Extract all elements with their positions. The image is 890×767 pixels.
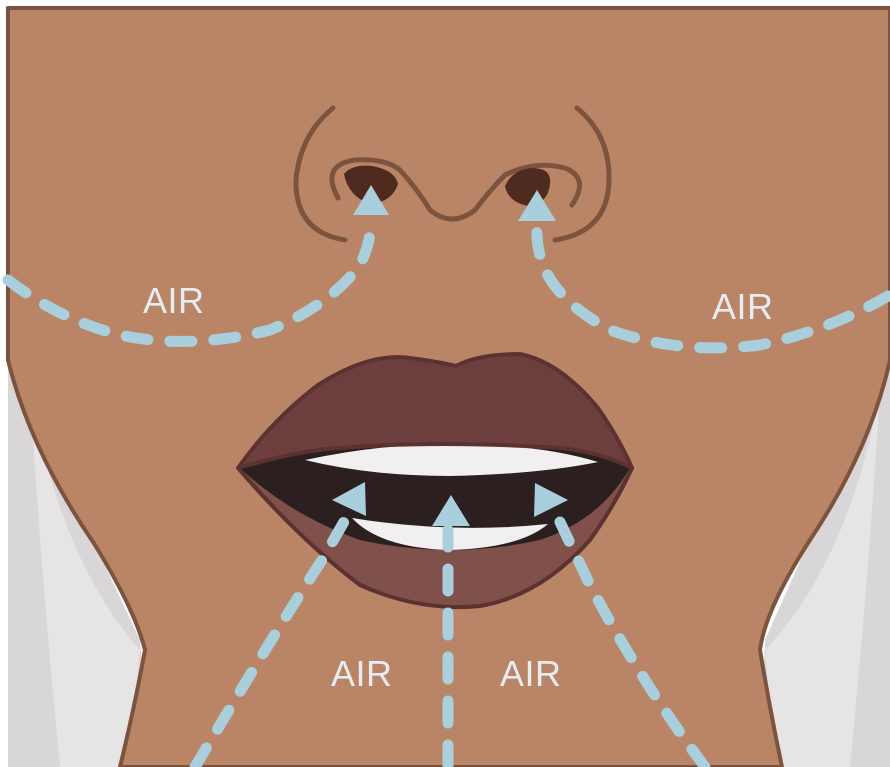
air-label-right-cheek: AIR <box>712 286 774 327</box>
air-label-chin-right: AIR <box>500 653 562 694</box>
air-label-left-cheek: AIR <box>143 280 205 321</box>
air-label-chin-left: AIR <box>331 653 393 694</box>
